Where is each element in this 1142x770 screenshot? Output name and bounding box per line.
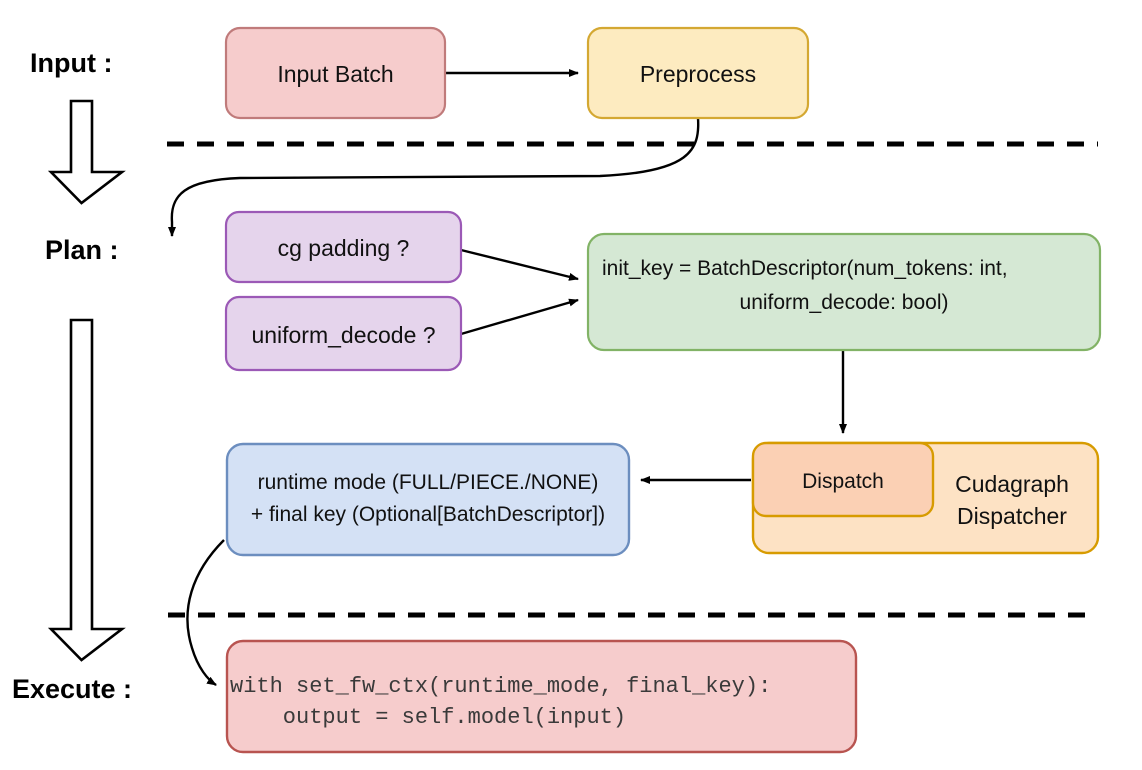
arrow-uniform-decode-to-init-key [460, 298, 579, 336]
plan-to-execute-block-arrow [47, 318, 126, 662]
stage-label-plan: Plan : [45, 235, 119, 265]
preprocess-label: Preprocess [640, 61, 756, 87]
cudagraph-dispatcher-label-line1: Cudagraph [955, 471, 1069, 497]
node-dispatch[interactable]: Dispatch [751, 441, 935, 518]
cg-padding-label: cg padding ? [278, 235, 410, 261]
node-runtime-mode[interactable]: runtime mode (FULL/PIECE./NONE) + final … [225, 442, 631, 557]
runtime-mode-label-line2: + final key (Optional[BatchDescriptor]) [251, 503, 605, 526]
node-preprocess[interactable]: Preprocess [586, 26, 810, 120]
preprocess-box[interactable] [586, 26, 810, 120]
arrow-runtime-mode-to-execute-code [186, 539, 225, 687]
input-to-plan-block-arrow [47, 99, 126, 205]
execute-code-line1: with set_fw_ctx(runtime_mode, final_key)… [230, 674, 771, 699]
node-uniform-decode[interactable]: uniform_decode ? [224, 295, 463, 372]
stage-label-input: Input : [30, 48, 112, 78]
input-batch-box[interactable] [224, 26, 447, 120]
node-execute-code[interactable]: with set_fw_ctx(runtime_mode, final_key)… [225, 639, 858, 754]
input-batch-label: Input Batch [277, 61, 393, 87]
cudagraph-dispatcher-label-line2: Dispatcher [957, 503, 1067, 529]
init-key-box[interactable] [586, 232, 1102, 352]
uniform-decode-box[interactable] [224, 295, 463, 372]
uniform-decode-label: uniform_decode ? [251, 322, 435, 348]
node-cg-padding[interactable]: cg padding ? [224, 210, 463, 284]
stage-label-execute: Execute : [12, 674, 132, 704]
dispatch-box[interactable] [751, 441, 935, 518]
execute-code-line2: output = self.model(input) [230, 705, 626, 730]
cg-padding-box[interactable] [224, 210, 463, 284]
arrow-cg-padding-to-init-key [460, 248, 579, 281]
runtime-mode-box[interactable] [225, 442, 631, 557]
arrow-preprocess-to-cg-padding [168, 117, 700, 237]
dispatch-label: Dispatch [802, 470, 884, 493]
init-key-label-line2: uniform_decode: bool) [740, 291, 949, 314]
node-init-key[interactable]: init_key = BatchDescriptor(num_tokens: i… [586, 232, 1102, 352]
node-input-batch[interactable]: Input Batch [224, 26, 447, 120]
runtime-mode-label-line1: runtime mode (FULL/PIECE./NONE) [258, 471, 599, 494]
init-key-label-line1: init_key = BatchDescriptor(num_tokens: i… [602, 257, 1008, 280]
execute-code-box[interactable] [225, 639, 858, 754]
